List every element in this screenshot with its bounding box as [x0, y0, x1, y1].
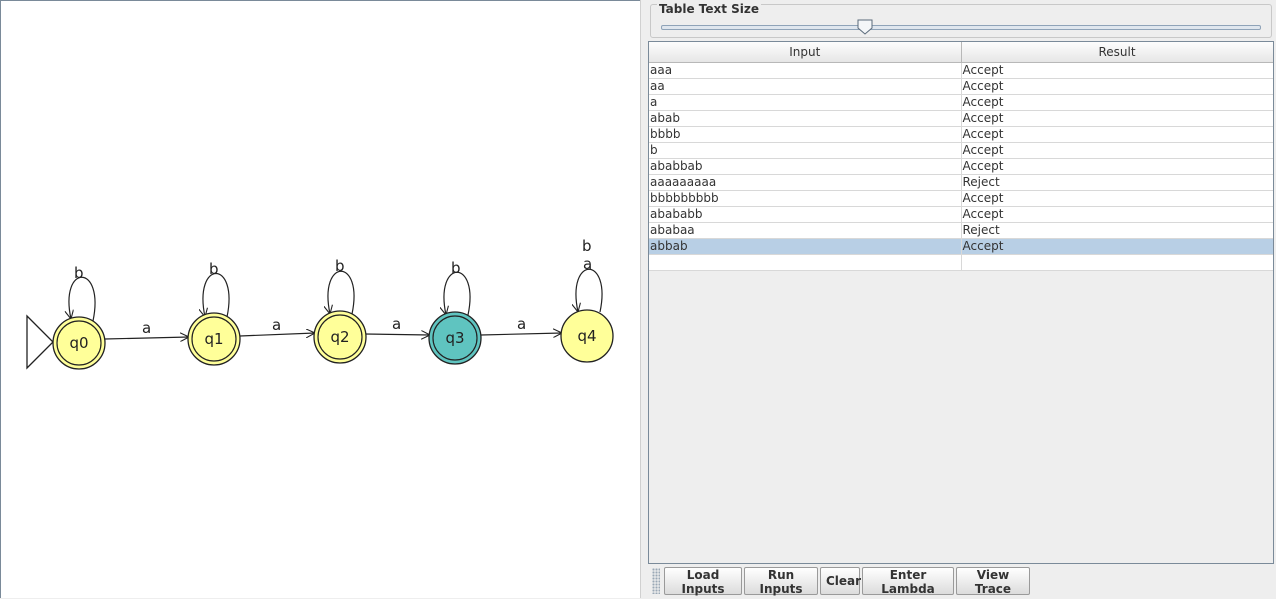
input-cell[interactable]: ababaa	[649, 222, 962, 239]
result-cell: Reject	[961, 222, 1273, 239]
result-cell: Accept	[961, 142, 1273, 159]
transition-label-q0-q1: a	[142, 319, 151, 337]
input-cell[interactable]: aa	[649, 78, 962, 95]
automaton-canvas[interactable]: a a a a b b b b b a q0 q1	[0, 0, 640, 598]
state-q0[interactable]: q0	[52, 316, 106, 370]
result-cell: Accept	[961, 94, 1273, 111]
state-label-q3: q3	[445, 329, 464, 347]
state-q4[interactable]: q4	[560, 309, 614, 363]
state-label-q2: q2	[330, 328, 349, 346]
table-header-row: Input Result	[649, 42, 1273, 63]
self-loop-q1[interactable]	[203, 273, 230, 318]
state-q2[interactable]: q2	[313, 310, 367, 364]
state-label-q0: q0	[69, 334, 88, 352]
column-header-result[interactable]: Result	[961, 42, 1273, 63]
run-inputs-button[interactable]: Run Inputs	[744, 567, 818, 596]
state-q3[interactable]: q3	[428, 311, 482, 365]
table-text-size-group: Table Text Size	[650, 2, 1272, 38]
self-loop-label-q4-a: a	[583, 255, 592, 273]
result-cell: Accept	[961, 206, 1273, 223]
result-cell: Accept	[961, 110, 1273, 127]
result-cell: Accept	[961, 158, 1273, 175]
input-cell[interactable]: abbab	[649, 238, 962, 255]
self-loop-label-q2: b	[335, 257, 345, 275]
state-q1[interactable]: q1	[187, 312, 241, 366]
automaton-diagram[interactable]: a a a a b b b b b a q0 q1	[1, 1, 641, 599]
input-cell[interactable]: a	[649, 94, 962, 111]
input-cell[interactable]: aaa	[649, 62, 962, 79]
self-loop-q3[interactable]	[444, 271, 471, 315]
table-text-size-slider-thumb[interactable]	[857, 19, 873, 35]
transition-label-q2-q3: a	[392, 315, 401, 333]
load-inputs-button[interactable]: Load Inputs	[664, 567, 742, 596]
transition-label-q1-q2: a	[272, 316, 281, 334]
button-toolbar: Load Inputs Run Inputs Clear Enter Lambd…	[648, 565, 1276, 598]
self-loop-q2[interactable]	[328, 270, 355, 314]
enter-lambda-button[interactable]: Enter Lambda	[862, 567, 954, 596]
toolbar-grip-handle[interactable]	[652, 568, 660, 594]
input-cell[interactable]: b	[649, 142, 962, 159]
self-loop-label-q1: b	[209, 260, 219, 278]
transition-q2-q3[interactable]	[364, 334, 430, 335]
split-pane-divider[interactable]	[640, 0, 648, 598]
input-cell[interactable]: abababb	[649, 206, 962, 223]
input-cell[interactable]: abab	[649, 110, 962, 127]
input-cell[interactable]	[649, 254, 962, 271]
self-loop-q4[interactable]	[576, 268, 603, 312]
table-row[interactable]	[649, 254, 1273, 271]
column-header-input[interactable]: Input	[649, 42, 962, 63]
input-cell[interactable]: bbbb	[649, 126, 962, 143]
result-cell: Reject	[961, 174, 1273, 191]
result-cell: Accept	[961, 238, 1273, 255]
state-label-q4: q4	[577, 327, 596, 345]
self-loop-label-q4-b: b	[582, 237, 592, 255]
transition-q1-q2[interactable]	[239, 333, 315, 336]
transition-label-q3-q4: a	[517, 315, 526, 333]
result-cell	[961, 254, 1273, 271]
transition-q0-q1[interactable]	[104, 337, 189, 339]
self-loop-label-q0: b	[74, 264, 84, 282]
initial-state-marker	[26, 314, 54, 370]
state-label-q1: q1	[204, 330, 223, 348]
result-cell: Accept	[961, 126, 1273, 143]
result-cell: Accept	[961, 62, 1273, 79]
clear-button[interactable]: Clear	[820, 567, 861, 595]
view-trace-button[interactable]: View Trace	[956, 567, 1030, 596]
self-loop-label-q3: b	[451, 259, 461, 277]
result-cell: Accept	[961, 190, 1273, 207]
result-cell: Accept	[961, 78, 1273, 95]
self-loop-q0[interactable]	[69, 276, 96, 322]
input-cell[interactable]: ababbab	[649, 158, 962, 175]
table-text-size-title: Table Text Size	[657, 2, 762, 16]
transition-q3-q4[interactable]	[480, 333, 562, 335]
table-text-size-slider-track[interactable]	[661, 25, 1261, 30]
input-cell[interactable]: bbbbbbbbb	[649, 190, 962, 207]
input-cell[interactable]: aaaaaaaaa	[649, 174, 962, 191]
